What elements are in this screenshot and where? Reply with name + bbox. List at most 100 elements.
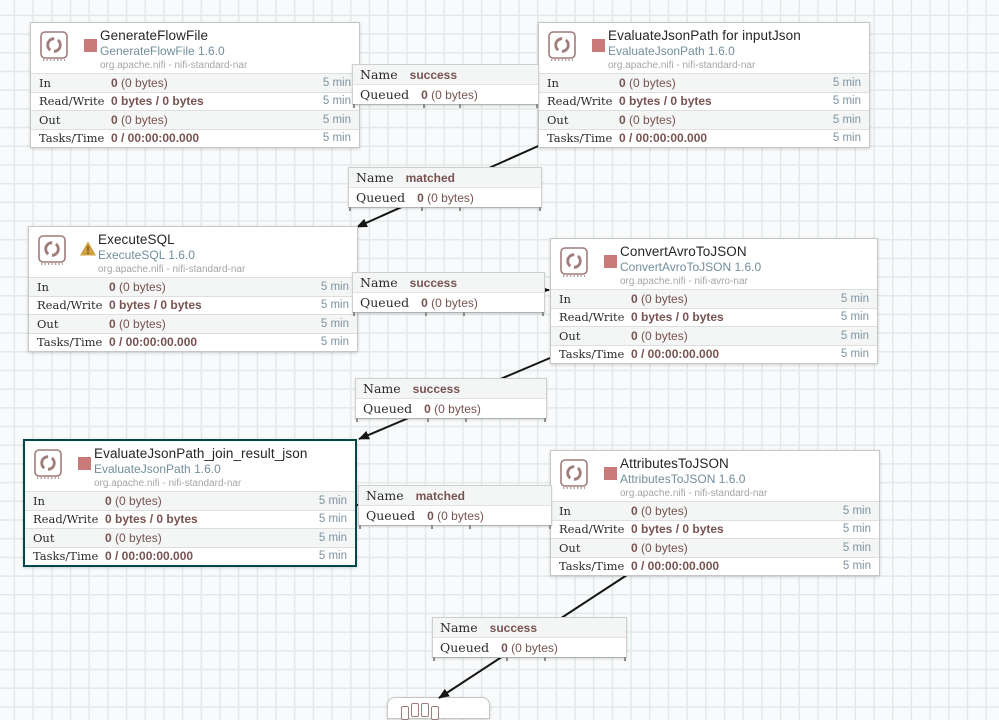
connection-queued-count: 0 xyxy=(421,295,428,310)
connection-name-value: matched xyxy=(415,488,465,503)
stat-row-taskstime: Tasks/Time 0 / 00:00:00.000 5 min xyxy=(29,332,357,351)
connection-name-value: success xyxy=(409,275,458,290)
connection-name-value: success xyxy=(489,620,538,635)
processor-stamp-icon xyxy=(547,30,578,67)
stat-window: 5 min xyxy=(320,299,349,312)
stat-row-in: In 0 (0 bytes) 5 min xyxy=(25,491,355,510)
stat-window: 5 min xyxy=(318,513,347,526)
processor-type: ConvertAvroToJSON 1.6.0 xyxy=(620,259,762,274)
stat-window: 5 min xyxy=(842,504,871,517)
stat-window: 5 min xyxy=(322,132,351,145)
stat-label: Tasks/Time xyxy=(39,131,105,146)
stat-label: In xyxy=(547,75,559,90)
stopped-icon xyxy=(78,457,91,470)
stat-value-rest: (0 bytes) xyxy=(637,540,688,555)
stat-row-taskstime: Tasks/Time 0 / 00:00:00.000 5 min xyxy=(539,128,869,147)
stat-window: 5 min xyxy=(320,317,349,330)
stat-label: Read/Write xyxy=(37,298,103,313)
stopped-icon xyxy=(604,467,617,480)
processor-evaluatejsonpath-inputjson[interactable]: EvaluateJsonPath for inputJson EvaluateJ… xyxy=(538,22,870,148)
processor-stamp-icon xyxy=(33,448,64,485)
stat-label: Read/Write xyxy=(559,522,625,537)
stat-row-readwrite: Read/Write 0 bytes / 0 bytes 5 min xyxy=(25,509,355,528)
connection-queued-size: (0 bytes) xyxy=(507,640,558,655)
stat-value-rest: (0 bytes) xyxy=(115,316,166,331)
processor-stamp-icon xyxy=(559,246,590,283)
processor-attributestojson[interactable]: AttributesToJSON AttributesToJSON 1.6.0 … xyxy=(550,450,880,576)
stat-window: 5 min xyxy=(318,550,347,563)
connection-queued-key: Queued xyxy=(366,508,416,523)
connection-name-key: Name xyxy=(366,488,404,503)
stat-row-readwrite: Read/Write 0 bytes / 0 bytes 5 min xyxy=(551,307,877,326)
stat-value: 0 xyxy=(111,112,118,127)
stat-window: 5 min xyxy=(832,95,861,108)
stat-window: 5 min xyxy=(318,494,347,507)
stat-value: 0 xyxy=(631,540,638,555)
stat-value: 0 xyxy=(109,316,116,331)
stat-label: Read/Write xyxy=(39,94,105,109)
processor-type: GenerateFlowFile 1.6.0 xyxy=(100,43,225,58)
stat-value: 0 bytes / 0 bytes xyxy=(111,94,204,109)
connection-queued-key: Queued xyxy=(360,87,410,102)
connection-queued-count: 0 xyxy=(501,640,508,655)
connection-name-value: matched xyxy=(405,170,455,185)
connection-queued-count: 0 xyxy=(421,87,428,102)
processor-generateflowfile[interactable]: GenerateFlowFile GenerateFlowFile 1.6.0 … xyxy=(30,22,360,148)
stat-value-rest: (0 bytes) xyxy=(117,75,168,90)
stat-row-readwrite: Read/Write 0 bytes / 0 bytes 5 min xyxy=(539,91,869,110)
stat-row-readwrite: Read/Write 0 bytes / 0 bytes 5 min xyxy=(551,519,879,538)
stat-label: In xyxy=(559,291,571,306)
stat-label: Read/Write xyxy=(559,310,625,325)
connection-name-key: Name xyxy=(360,275,398,290)
stat-label: Tasks/Time xyxy=(547,131,613,146)
stat-value: 0 / 00:00:00.000 xyxy=(619,131,708,146)
connection-queued-count: 0 xyxy=(424,401,431,416)
stat-value: 0 bytes / 0 bytes xyxy=(631,310,724,325)
stat-label: Out xyxy=(39,112,61,127)
processor-type: ExecuteSQL 1.6.0 xyxy=(98,247,195,262)
stat-value-rest: (0 bytes) xyxy=(117,112,168,127)
stat-window: 5 min xyxy=(832,113,861,126)
stat-value: 0 bytes / 0 bytes xyxy=(619,94,712,109)
stat-value-rest: (0 bytes) xyxy=(637,291,688,306)
stat-value: 0 bytes / 0 bytes xyxy=(109,298,202,313)
stat-window: 5 min xyxy=(842,541,871,554)
connection-queued-size: (0 bytes) xyxy=(423,190,474,205)
stat-row-readwrite: Read/Write 0 bytes / 0 bytes 5 min xyxy=(31,91,359,110)
stat-value-rest: (0 bytes) xyxy=(115,279,166,294)
stat-value: 0 bytes / 0 bytes xyxy=(105,512,198,527)
stat-value: 0 / 00:00:00.000 xyxy=(105,549,194,564)
stat-row-taskstime: Tasks/Time 0 / 00:00:00.000 5 min xyxy=(551,556,879,575)
connection-queued-key: Queued xyxy=(440,640,490,655)
stat-label: Tasks/Time xyxy=(559,559,625,574)
stat-value-rest: (0 bytes) xyxy=(637,328,688,343)
stat-row-in: In 0 (0 bytes) 5 min xyxy=(539,73,869,92)
stat-row-in: In 0 (0 bytes) 5 min xyxy=(31,73,359,92)
stat-value: 0 xyxy=(631,291,638,306)
connection-queued-key: Queued xyxy=(356,190,406,205)
stat-window: 5 min xyxy=(320,336,349,349)
processor-evaluatejsonpath-join-result-json[interactable]: EvaluateJsonPath_join_result_json Evalua… xyxy=(23,439,357,567)
stopped-icon xyxy=(84,39,97,52)
stat-row-in: In 0 (0 bytes) 5 min xyxy=(29,277,357,296)
warning-icon xyxy=(79,240,97,262)
stat-value-rest: (0 bytes) xyxy=(637,503,688,518)
stat-window: 5 min xyxy=(832,76,861,89)
processor-name: ExecuteSQL xyxy=(98,232,175,247)
stat-value: 0 xyxy=(105,493,112,508)
processor-convertavrotojson[interactable]: ConvertAvroToJSON ConvertAvroToJSON 1.6.… xyxy=(550,238,878,364)
stat-label: Out xyxy=(559,540,581,555)
stat-row-taskstime: Tasks/Time 0 / 00:00:00.000 5 min xyxy=(31,128,359,147)
processor-bundle: org.apache.nifi - nifi-avro-nar xyxy=(620,276,748,288)
stat-value: 0 bytes / 0 bytes xyxy=(631,522,724,537)
processor-executesql[interactable]: ExecuteSQL ExecuteSQL 1.6.0 org.apache.n… xyxy=(28,226,358,352)
connection-name-key: Name xyxy=(356,170,394,185)
processor-type: AttributesToJSON 1.6.0 xyxy=(620,471,746,486)
